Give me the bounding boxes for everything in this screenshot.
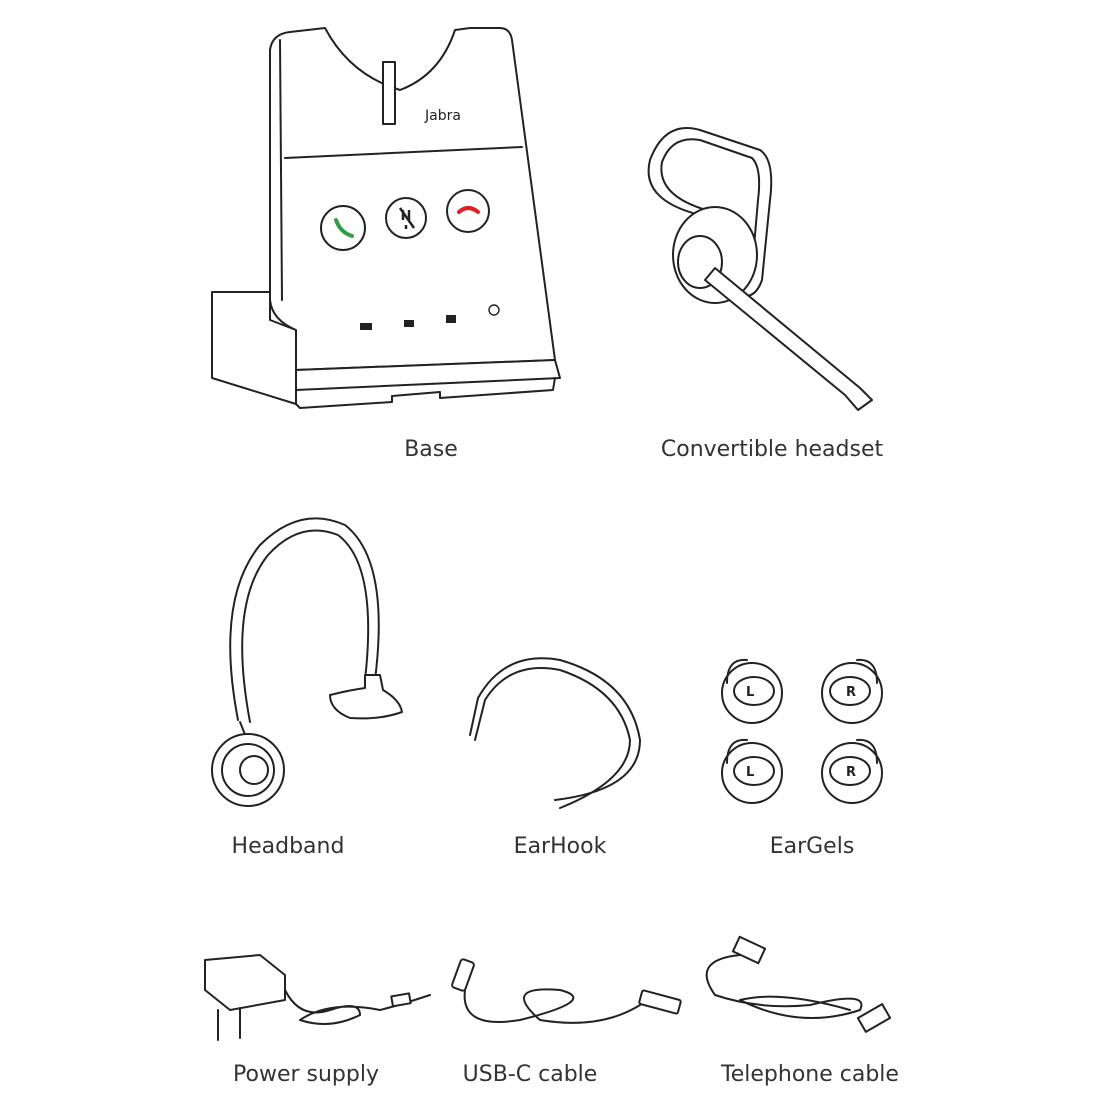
phone-end-icon (457, 206, 480, 214)
desk-phone-icon (404, 320, 414, 327)
label-usb-c-cable: USB-C cable (462, 1062, 598, 1087)
end-call-button[interactable] (446, 189, 490, 233)
computer-icon (446, 315, 456, 323)
brand-logo: Jabra (424, 108, 461, 124)
label-headband: Headband (231, 834, 345, 859)
label-eargels: EarGels (769, 834, 855, 859)
eargels-illustration: L R L R (721, 658, 883, 804)
eargel-mark: L (746, 685, 754, 700)
eargel-mark: R (846, 765, 856, 780)
earhook-illustration (469, 657, 641, 809)
usb-c-cable-illustration (451, 958, 682, 1024)
base-station-illustration: Jabra (211, 27, 561, 409)
answer-call-button[interactable] (320, 205, 366, 251)
headset-pair-icon (488, 304, 500, 316)
telephone-cable-illustration (705, 935, 892, 1033)
power-supply-illustration (204, 954, 431, 1041)
headband-illustration (211, 517, 403, 807)
label-power-supply: Power supply (233, 1062, 379, 1087)
phone-answer-icon (334, 218, 354, 238)
eargel-mark: R (846, 685, 856, 700)
label-convertible-headset: Convertible headset (660, 437, 884, 462)
label-earhook: EarHook (513, 834, 607, 859)
battery-icon (360, 323, 372, 330)
mic-mute-icon (398, 207, 416, 229)
headset-illustration (647, 127, 873, 411)
label-telephone-cable: Telephone cable (721, 1062, 899, 1087)
eargel-mark: L (746, 765, 754, 780)
label-base: Base (404, 437, 458, 462)
